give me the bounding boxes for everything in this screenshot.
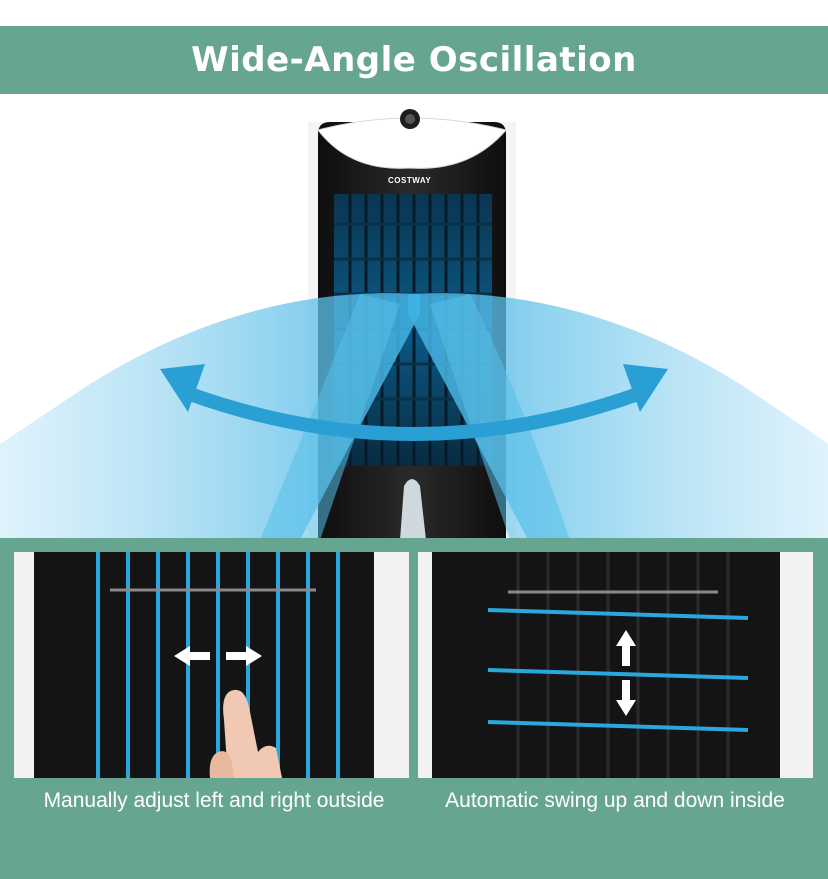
page-title: Wide-Angle Oscillation: [191, 40, 637, 80]
hand-icon: [223, 689, 282, 778]
auto-swing-photo: [418, 552, 813, 778]
hero-image: COSTWAY: [0, 94, 828, 540]
arrow-right-icon: [246, 646, 262, 666]
arrow-down-icon: [616, 700, 636, 716]
arrow-left-icon: [160, 364, 205, 412]
oscillation-arc: [183, 387, 645, 441]
unit-top-cap: [317, 117, 507, 169]
arrow-up-icon: [616, 630, 636, 646]
manual-adjust-photo: [14, 552, 409, 778]
arrow-left-icon: [174, 646, 190, 666]
brand-logo: COSTWAY: [388, 176, 432, 185]
feature-panel: Manually adjust left and right outside A…: [0, 538, 828, 879]
water-level-window: [400, 479, 426, 540]
caption-auto-swing: Automatic swing up and down inside: [445, 789, 785, 812]
title-banner: [0, 26, 828, 94]
air-cooler-illustration: [0, 109, 828, 540]
caption-manual-adjust: Manually adjust left and right outside: [43, 789, 385, 812]
arrow-right-icon: [623, 364, 668, 412]
